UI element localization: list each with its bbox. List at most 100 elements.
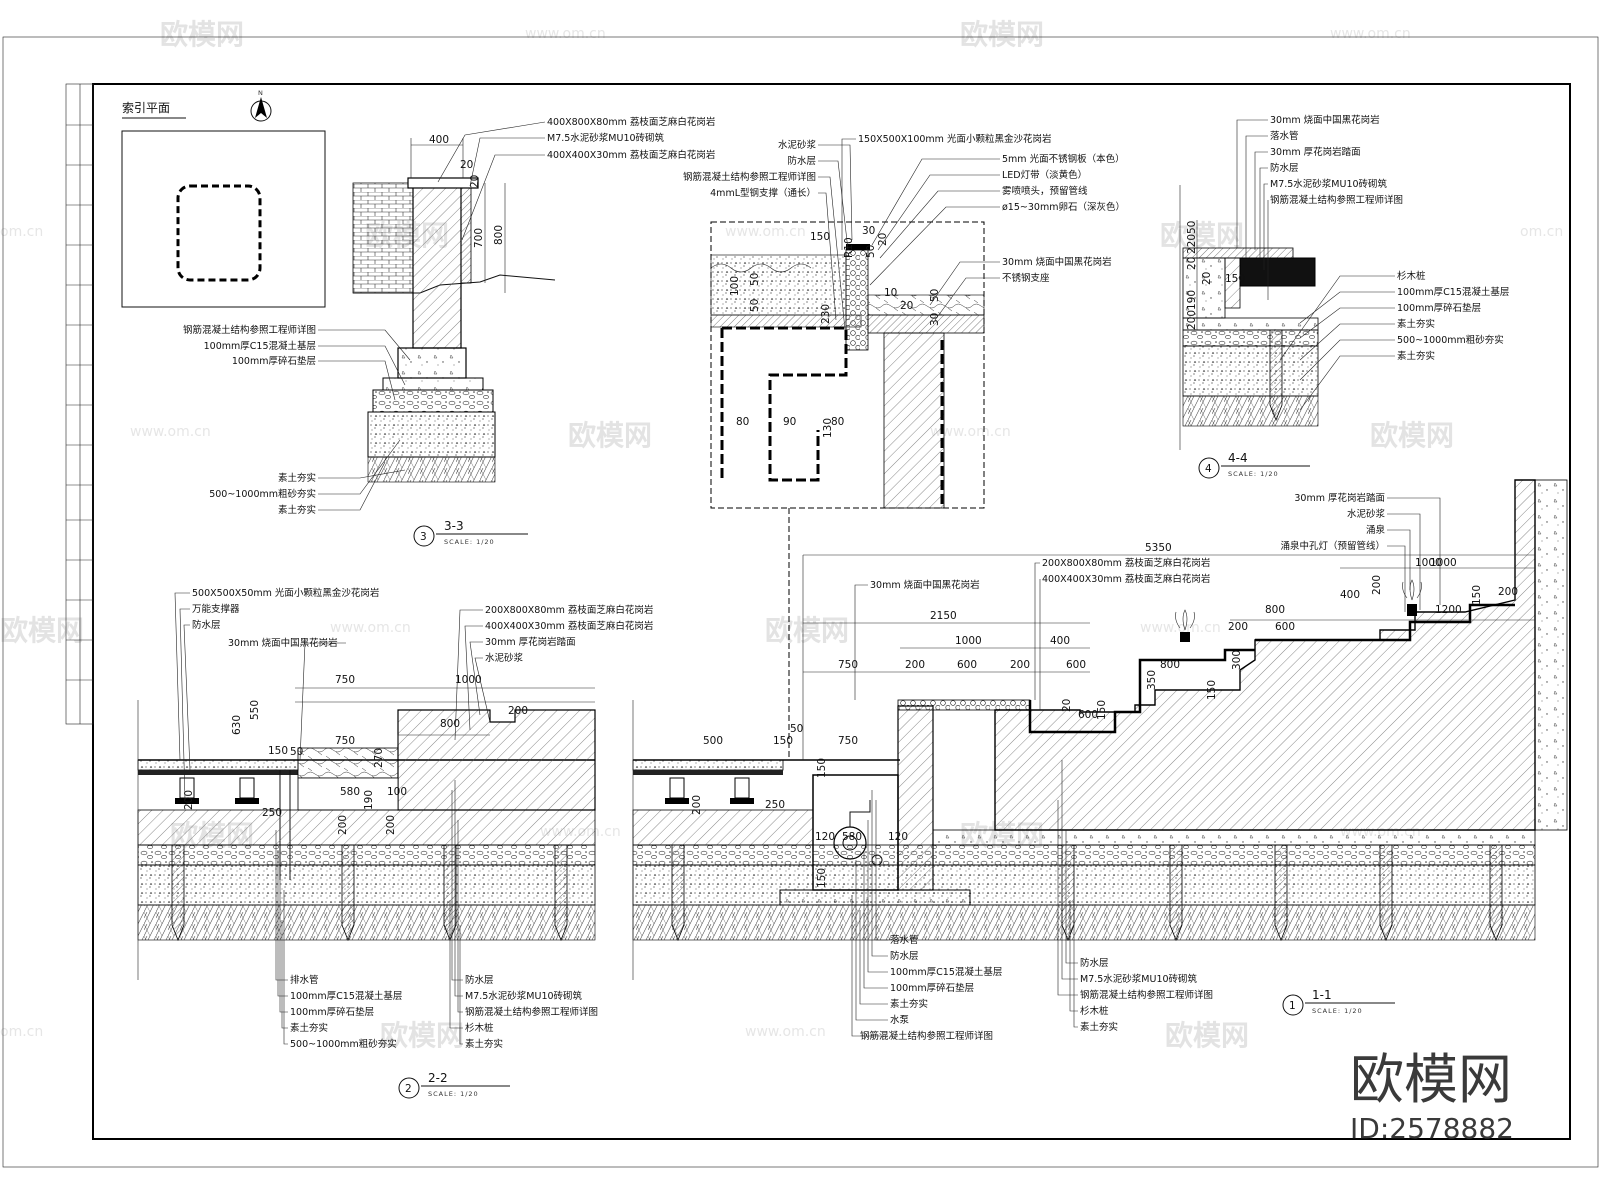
dim: 5350 bbox=[1145, 542, 1172, 554]
material-label: M7.5水泥砂浆MU10砖砌筑 bbox=[465, 990, 583, 1002]
dim: 150 bbox=[1206, 680, 1218, 700]
material-label: 不锈钢支座 bbox=[1002, 272, 1050, 284]
material-label: ø15~30mm卵石（深灰色） bbox=[1002, 201, 1125, 213]
brand-logo: 欧模网 bbox=[1350, 1048, 1512, 1111]
pedestal-icon bbox=[665, 777, 754, 804]
section-scale: SCALE: 1/20 bbox=[444, 538, 495, 546]
dim: 600 bbox=[957, 659, 977, 671]
material-label: 水泥砂浆 bbox=[485, 652, 524, 664]
pool-outline bbox=[176, 184, 262, 282]
section-marker bbox=[398, 1077, 420, 1099]
material-label: 钢筋混凝土结构参照工程师详图 bbox=[860, 1030, 993, 1042]
material-label: 100mm厚C15混凝土基层 bbox=[290, 990, 402, 1002]
dim: 150 bbox=[816, 758, 828, 778]
dim: 190 bbox=[363, 790, 375, 810]
material-label: 万能支撑器 bbox=[192, 603, 240, 615]
material-label: 500X500X50mm 光面小颗粒黑金沙花岗岩 bbox=[192, 587, 379, 599]
dim: 50 bbox=[790, 723, 803, 735]
material-label: 钢筋混凝土结构参照工程师详图 bbox=[465, 1006, 598, 1018]
material-label: 防水层 bbox=[890, 950, 919, 962]
material-label: 30mm 烧面中国黑花岗岩 bbox=[228, 637, 338, 649]
material-label: 防水层 bbox=[1080, 957, 1109, 969]
section-scale: SCALE: 1/20 bbox=[1312, 1007, 1363, 1015]
fountain-jet-icon bbox=[1175, 579, 1422, 642]
dim: 190 bbox=[1186, 290, 1198, 310]
dim: 750 bbox=[838, 659, 858, 671]
dim: 30 bbox=[862, 225, 875, 237]
dim: 50 bbox=[749, 299, 761, 312]
section-4-4: 220 50 20 150 190 20 200 30mm 烧面中国黑花岗岩 落… bbox=[1179, 114, 1509, 479]
watermark-brand: 欧模网 bbox=[160, 18, 244, 51]
dim: 150 bbox=[773, 735, 793, 747]
dim: 550 bbox=[249, 700, 261, 720]
material-label: M7.5水泥砂浆MU10砖砌筑 bbox=[547, 132, 665, 144]
material-label: 100mm厚碎石垫层 bbox=[232, 355, 316, 367]
dim: 200 bbox=[1228, 621, 1248, 633]
material-label: 100mm厚C15混凝土基层 bbox=[890, 966, 1002, 978]
material-label: 防水层 bbox=[1270, 162, 1299, 174]
section-marker bbox=[1282, 994, 1304, 1016]
watermark-brand: 欧模网 bbox=[1370, 419, 1454, 452]
section-marker bbox=[413, 525, 435, 547]
material-label: LED灯带（淡黄色） bbox=[1002, 169, 1087, 181]
section-title: 2-2 bbox=[428, 1071, 448, 1085]
material-label: 400X400X30mm 荔枝面芝麻白花岗岩 bbox=[485, 620, 653, 632]
dim: 20 bbox=[469, 175, 481, 188]
watermark-brand: 欧模网 bbox=[960, 18, 1044, 51]
material-label: 100mm厚C15混凝土基层 bbox=[1397, 286, 1509, 298]
dim: 1000 bbox=[1430, 557, 1457, 569]
material-label: 素土夯实 bbox=[465, 1038, 503, 1050]
dim: 400 bbox=[1340, 589, 1360, 601]
dim: 580 bbox=[842, 831, 862, 843]
dim: 120 bbox=[815, 831, 835, 843]
section-number: 1 bbox=[1289, 1000, 1296, 1012]
material-label: 杉木桩 bbox=[1397, 270, 1426, 282]
material-label: 落水管 bbox=[890, 934, 919, 946]
dim: 150 bbox=[268, 745, 288, 757]
dim: 20 bbox=[1186, 257, 1198, 270]
watermark-url: om.cn bbox=[0, 1024, 43, 1040]
dim: 230 bbox=[820, 304, 832, 324]
watermark-url: www.om.cn bbox=[1140, 620, 1221, 636]
dim: 800 bbox=[1265, 604, 1285, 616]
watermark-brand: 欧模网 bbox=[1160, 219, 1244, 252]
dim: 350 bbox=[1146, 670, 1158, 690]
material-label: 钢筋混凝土结构参照工程师详图 bbox=[1080, 989, 1213, 1001]
watermark-brand: 欧模网 bbox=[0, 614, 84, 647]
material-label: 100mm厚碎石垫层 bbox=[290, 1006, 374, 1018]
dim: 630 bbox=[231, 715, 243, 735]
index-plan-frame bbox=[121, 130, 326, 308]
title-strip bbox=[65, 83, 94, 725]
dim: 50 bbox=[1186, 221, 1198, 234]
dim: 120 bbox=[888, 831, 908, 843]
material-label: 水泥砂浆 bbox=[1347, 508, 1386, 520]
brand-id: ID:2578882 bbox=[1350, 1112, 1514, 1145]
material-label: 400X800X80mm 荔枝面芝麻白花岗岩 bbox=[547, 116, 715, 128]
dim: 700 bbox=[473, 228, 485, 248]
dim: 400 bbox=[1050, 635, 1070, 647]
dim: 750 bbox=[335, 735, 355, 747]
dim: 750 bbox=[335, 674, 355, 686]
dim: 200 bbox=[905, 659, 925, 671]
dim: 1200 bbox=[1435, 604, 1462, 616]
material-label: 4mmL型钢支撑（通长） bbox=[710, 187, 816, 199]
dim: 100 bbox=[729, 276, 741, 296]
fountain-edge-detail: 150 R10 30 50 20 50 100 50 230 10 20 50 … bbox=[683, 133, 1125, 760]
dim: 580 bbox=[340, 786, 360, 798]
watermark-url: om.cn bbox=[0, 224, 43, 240]
dim: 150 bbox=[810, 231, 830, 243]
section-marker bbox=[1198, 457, 1220, 479]
material-label: 防水层 bbox=[465, 974, 494, 986]
watermark-url: om.cn bbox=[1520, 224, 1563, 240]
material-label: 涌泉 bbox=[1366, 524, 1386, 536]
watermark-url: www.om.cn bbox=[330, 620, 411, 636]
dim: 800 bbox=[493, 225, 505, 245]
section-2-2: 750 1000 630 550 750 800 200 150 50 270 … bbox=[137, 587, 653, 1099]
dim: 20 bbox=[900, 300, 913, 312]
material-label: 200X800X80mm 荔枝面芝麻白花岗岩 bbox=[1042, 557, 1210, 569]
dim: 150 bbox=[1096, 700, 1108, 720]
watermark-brand: 欧模网 bbox=[568, 419, 652, 452]
material-label: 排水管 bbox=[290, 974, 319, 986]
north-arrow-icon: N bbox=[250, 89, 272, 122]
dim: 1000 bbox=[955, 635, 982, 647]
